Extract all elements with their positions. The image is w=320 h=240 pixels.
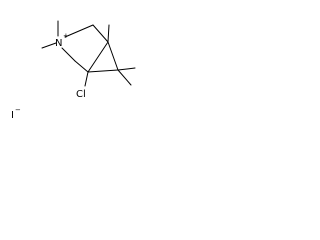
iodide-charge: − [15,106,21,114]
chlorine-atom: Cl [76,89,86,100]
iodide-symbol: I [11,110,14,121]
bond-group [41,20,136,87]
iodide-ion: I − [11,106,21,121]
bond-bridgehead-methyl [107,24,110,43]
nitrogen-atom: N + [55,32,69,49]
bond-bridge-methyl-right [117,67,136,71]
bond-n-ch2-upper [64,24,94,38]
bond-ch2-lower-bridgehead [74,60,89,73]
chlorine-symbol: Cl [76,89,86,100]
bond-bridge-methyl-down [117,69,132,86]
bond-bridgehead-lower-bridge [87,69,119,73]
bond-n-methyl-left [41,42,57,49]
bond-n-ch2-lower [61,47,76,62]
molecule-structure-diagram: N + Cl I − [11,20,136,121]
nitrogen-charge: + [63,32,69,40]
bond-bridgeheads [87,41,109,73]
nitrogen-symbol: N [55,38,62,49]
bond-bridgehead-upper-bridge [107,41,119,71]
bond-ch2-upper-bridgehead [92,24,109,43]
bond-c-cl [84,71,89,87]
